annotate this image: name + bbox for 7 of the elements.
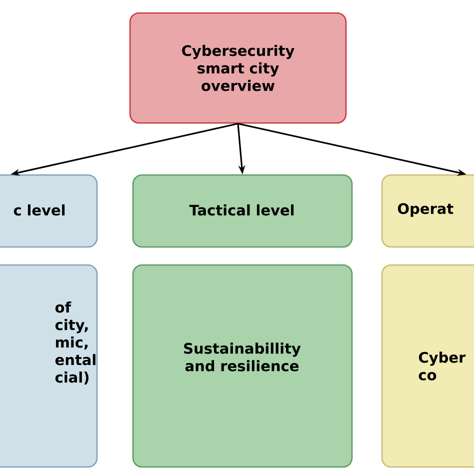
content-box: Sustainabillity and resilience: [132, 264, 353, 468]
level-box: Operat: [381, 174, 474, 248]
level-box: Tactical level: [132, 174, 353, 248]
content-box: Cyber co: [381, 264, 474, 468]
overview-box: Cybersecurity smart city overview: [129, 12, 347, 124]
content-box: of city, mic, ental cial): [0, 264, 98, 468]
level-box: c level: [0, 174, 98, 248]
